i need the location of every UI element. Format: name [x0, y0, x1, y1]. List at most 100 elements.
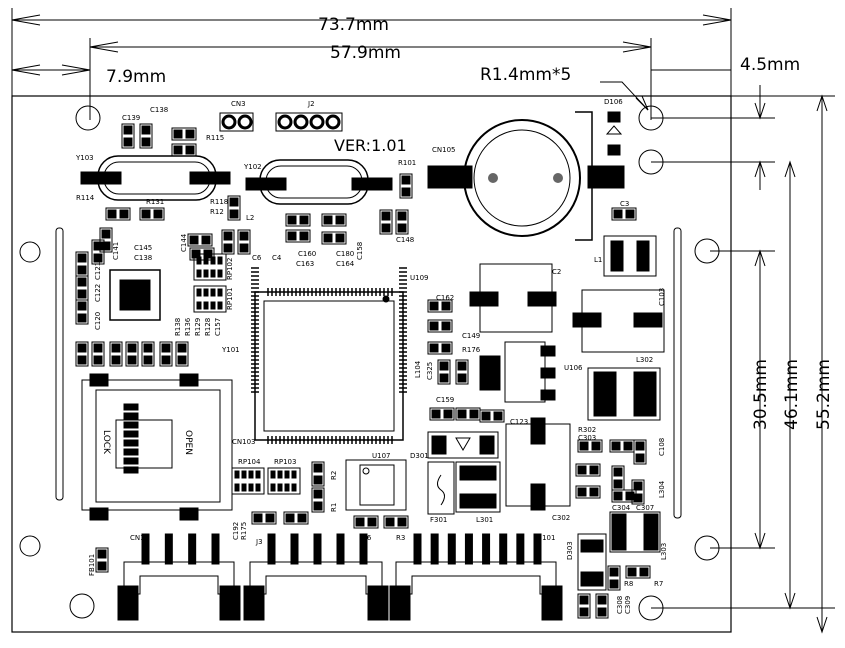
ref-r118: R118 [210, 198, 228, 206]
ref-rp102: RP102 [226, 258, 234, 280]
ref-c6: C6 [252, 254, 262, 262]
ref-u109: U109 [410, 274, 428, 282]
ref-c192: C192 [232, 522, 240, 540]
dim-height-2: 46.1mm [782, 359, 802, 430]
dimension-text: 73.7mm 57.9mm 7.9mm 4.5mm R1.4mm*5 30.5m… [106, 15, 834, 430]
dim-hole-radius: R1.4mm*5 [480, 65, 571, 85]
dim-height-1: 30.5mm [751, 359, 771, 430]
qfp-pins [251, 267, 407, 444]
ref-rp104: RP104 [238, 458, 261, 466]
ref-y103: Y103 [75, 154, 94, 162]
sd-lock-label: LOCK [101, 430, 111, 455]
ref-y101: Y101 [221, 346, 240, 354]
ref-c302: C302 [552, 514, 570, 522]
ref-rp101: RP101 [226, 288, 234, 310]
ref-c148: C148 [396, 236, 414, 244]
ref-c4: C4 [272, 254, 282, 262]
ref-r128: R128 [204, 318, 212, 336]
ref-c325: C325 [426, 362, 434, 380]
ref-c122: C122 [94, 284, 102, 302]
ref-c121: C121 [94, 262, 102, 280]
ref-r8: R8 [624, 580, 633, 588]
ref-c108: C108 [658, 438, 666, 456]
ref-r12: R12 [210, 208, 224, 216]
ref-c163: C163 [296, 260, 314, 268]
ref-l304: L304 [658, 480, 666, 498]
ref-y102: Y102 [243, 163, 262, 171]
ref-c145: C145 [134, 244, 152, 252]
ref-d301: D301 [410, 452, 429, 460]
ref-c303: C303 [578, 434, 596, 442]
ref-c180: C180 [336, 250, 354, 258]
ref-c164: C164 [336, 260, 355, 268]
ref-fb101: FB101 [88, 554, 96, 576]
ref-r138: R138 [174, 318, 182, 336]
ref-c2: C2 [552, 268, 561, 276]
ref-c123: C123 [510, 418, 528, 426]
ref-r1: R1 [330, 503, 338, 512]
ref-r114: R114 [76, 194, 95, 202]
ref-c308: C308 [616, 596, 624, 614]
ref-r2: R2 [330, 471, 338, 480]
dim-left-offset: 7.9mm [106, 67, 166, 87]
ref-r129: R129 [194, 318, 202, 336]
dim-height-3: 55.2mm [814, 359, 834, 430]
ref-u106: U106 [564, 364, 583, 372]
ref-c139: C139 [122, 114, 140, 122]
ref-j101: J101 [539, 534, 555, 542]
ref-d303: D303 [566, 541, 574, 560]
ref-r176: R176 [462, 346, 481, 354]
ref-r6: R6 [362, 534, 372, 542]
ref-c138b: C138 [134, 254, 152, 262]
ref-r136: R136 [184, 317, 192, 336]
ref-l302: L302 [636, 356, 653, 364]
ref-l2: L2 [246, 214, 254, 222]
ref-c158: C158 [356, 242, 364, 260]
ref-r7: R7 [654, 580, 663, 588]
ref-j3: J3 [255, 538, 263, 546]
dimension-lines [11, 8, 835, 634]
ref-c159: C159 [436, 396, 454, 404]
ref-c149: C149 [462, 332, 480, 340]
ref-u107: U107 [372, 452, 390, 460]
dim-inner-width: 57.9mm [330, 43, 401, 63]
ref-cn1: CN1 [130, 534, 145, 542]
ref-c309: C309 [624, 596, 632, 614]
ref-cn105: CN105 [432, 146, 456, 154]
ref-c307: C307 [636, 504, 654, 512]
mounting-holes [19, 105, 720, 621]
ref-c141: C141 [112, 242, 120, 260]
ref-c138: C138 [150, 106, 168, 114]
ref-f301: F301 [430, 516, 447, 524]
ref-l301: L301 [476, 516, 493, 524]
ref-r131: R131 [146, 198, 164, 206]
ref-c144: C144 [180, 233, 188, 252]
small-smd-parts [75, 123, 651, 619]
ref-c162: C162 [436, 294, 454, 302]
ref-j2: J2 [307, 100, 315, 108]
components [75, 111, 665, 621]
ref-l303: L303 [660, 543, 668, 560]
bottom-connectors [117, 533, 563, 621]
ref-r115: R115 [206, 134, 224, 142]
side-rails [55, 227, 682, 519]
ref-cn103: CN103 [232, 438, 256, 446]
ref-r3: R3 [396, 534, 405, 542]
ref-c103: C103 [658, 288, 666, 306]
ref-r302: R302 [578, 426, 596, 434]
ref-c304: C304 [612, 504, 631, 512]
ref-r175: R175 [240, 522, 248, 540]
ref-r101: R101 [398, 159, 416, 167]
dim-total-width: 73.7mm [318, 15, 389, 35]
ref-d106: D106 [604, 98, 623, 106]
ref-l104: L104 [414, 360, 422, 378]
ref-c160: C160 [298, 250, 316, 258]
ref-rp103: RP103 [274, 458, 296, 466]
version-label: VER:1.01 [334, 136, 407, 155]
ref-l1: L1 [594, 256, 602, 264]
ref-c157: C157 [214, 318, 222, 336]
sd-open-label: OPEN [183, 430, 193, 455]
dim-right-offset: 4.5mm [740, 55, 800, 75]
